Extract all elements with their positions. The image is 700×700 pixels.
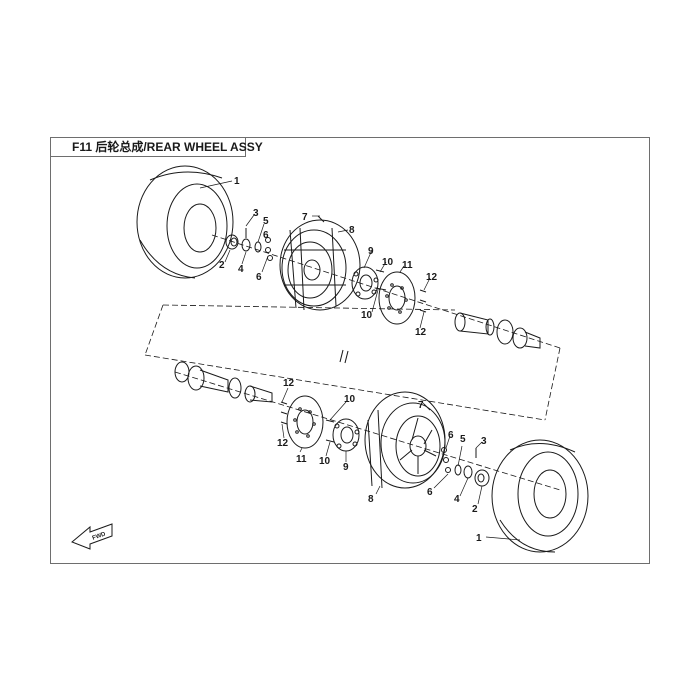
callout-9-upper: 9 xyxy=(368,246,374,257)
leader-lines xyxy=(199,180,521,541)
callout-2-upper: 2 xyxy=(219,260,225,271)
castle-nut-lower xyxy=(454,464,473,479)
callout-3-lower: 3 xyxy=(481,436,487,447)
callout-2-lower: 2 xyxy=(472,504,478,515)
callout-12a-lower: 12 xyxy=(283,378,295,389)
callout-7-lower: 7 xyxy=(418,400,424,411)
axis-line-upper xyxy=(211,234,561,349)
hub-bolts-upper xyxy=(375,269,387,291)
callout-4-upper: 4 xyxy=(238,264,244,275)
callout-6b-lower: 6 xyxy=(427,487,433,498)
drive-shaft-lower xyxy=(174,361,273,403)
break-mark xyxy=(339,349,349,364)
disc-bolts-lower xyxy=(280,401,288,425)
callout-8-lower: 8 xyxy=(368,494,374,505)
fwd-arrow-icon xyxy=(71,523,113,550)
diagram-title: F11 后轮总成/REAR WHEEL ASSY xyxy=(50,137,263,157)
callout-1-lower: 1 xyxy=(476,533,482,544)
callout-5-lower: 5 xyxy=(460,434,466,445)
callout-8-upper: 8 xyxy=(349,225,355,236)
axle-cap-lower xyxy=(474,469,490,487)
callout-5-upper: 5 xyxy=(263,216,269,227)
callout-7-upper: 7 xyxy=(302,212,308,223)
diagram-frame xyxy=(50,137,650,564)
valve-lower xyxy=(423,403,431,411)
brake-disc-upper xyxy=(378,271,416,325)
hub-upper xyxy=(351,266,379,300)
callout-9-lower: 9 xyxy=(343,462,349,473)
tire-upper xyxy=(136,165,234,279)
callout-3-upper: 3 xyxy=(253,208,259,219)
rim-lower xyxy=(364,391,446,489)
callout-6a-upper: 6 xyxy=(263,230,269,241)
callout-12b-upper: 12 xyxy=(415,327,427,338)
hub-lower xyxy=(332,418,360,452)
drive-shaft-upper xyxy=(454,312,541,349)
fwd-label: FWD xyxy=(92,531,108,542)
callout-10b-upper: 10 xyxy=(361,310,373,321)
callout-11-lower: 11 xyxy=(296,454,307,465)
rim-upper xyxy=(279,219,361,311)
callout-10a-upper: 10 xyxy=(382,257,394,268)
callout-1-upper: 1 xyxy=(234,176,240,187)
callout-6a-lower: 6 xyxy=(448,430,454,441)
lug-nuts-lower xyxy=(441,447,451,473)
callout-12a-upper: 12 xyxy=(426,272,438,283)
callout-12b-lower: 12 xyxy=(277,438,289,449)
callout-labels: 1 2 3 4 5 6 6 7 8 9 10 10 11 12 12 12 12… xyxy=(92,176,487,544)
assembly-link-boundary xyxy=(144,304,561,421)
tire-lower xyxy=(491,439,589,553)
callout-4-lower: 4 xyxy=(454,494,460,505)
callout-10b-lower: 10 xyxy=(319,456,331,467)
axis-line-lower xyxy=(174,371,561,491)
disc-bolts-upper xyxy=(419,289,427,313)
hub-bolts-lower xyxy=(325,419,335,443)
brake-disc-lower xyxy=(286,395,324,449)
valve-upper xyxy=(317,215,325,223)
callout-6b-upper: 6 xyxy=(256,272,262,283)
callout-11-upper: 11 xyxy=(402,260,413,271)
callout-10a-lower: 10 xyxy=(344,394,356,405)
axle-cap-upper xyxy=(225,234,239,250)
